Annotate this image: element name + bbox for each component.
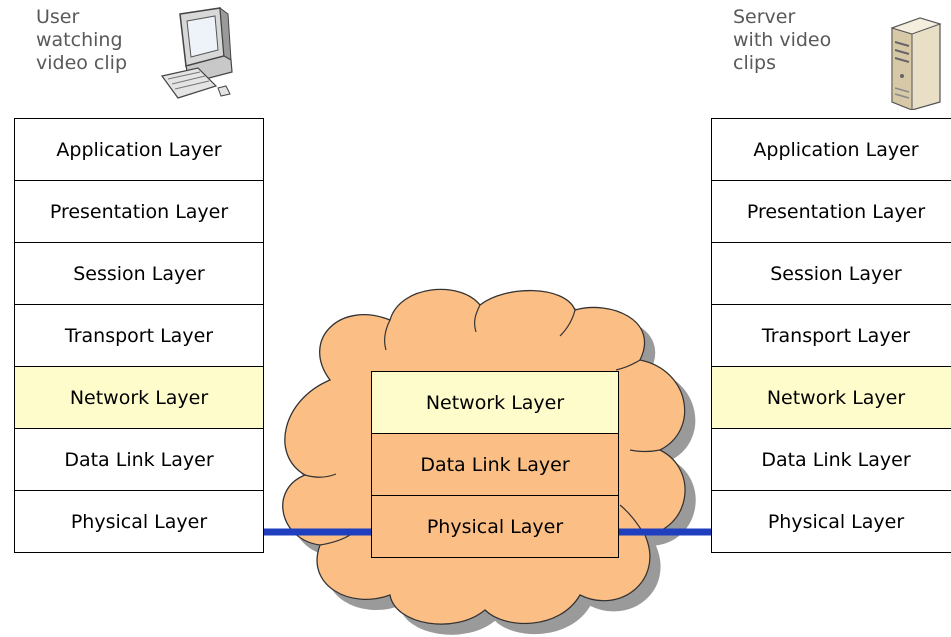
router-data-link-layer: Data Link Layer <box>371 433 619 496</box>
right-application-layer: Application Layer <box>711 118 951 181</box>
right-session-layer: Session Layer <box>711 242 951 305</box>
left-application-layer: Application Layer <box>14 118 264 181</box>
left-host-caption: User watching video clip <box>36 6 128 74</box>
left-presentation-layer: Presentation Layer <box>14 180 264 243</box>
left-network-layer: Network Layer <box>14 366 264 429</box>
left-session-layer: Session Layer <box>14 242 264 305</box>
right-host-caption: Server with video clips <box>733 6 832 74</box>
right-transport-layer: Transport Layer <box>711 304 951 367</box>
left-transport-layer: Transport Layer <box>14 304 264 367</box>
right-network-layer: Network Layer <box>711 366 951 429</box>
left-physical-layer: Physical Layer <box>14 490 264 553</box>
server-tower-icon <box>890 17 942 110</box>
router-network-layer: Network Layer <box>371 371 619 434</box>
right-physical-layer: Physical Layer <box>711 490 951 553</box>
left-data-link-layer: Data Link Layer <box>14 428 264 491</box>
router-physical-layer: Physical Layer <box>371 495 619 558</box>
right-data-link-layer: Data Link Layer <box>711 428 951 491</box>
desktop-computer-icon <box>160 6 233 99</box>
right-presentation-layer: Presentation Layer <box>711 180 951 243</box>
